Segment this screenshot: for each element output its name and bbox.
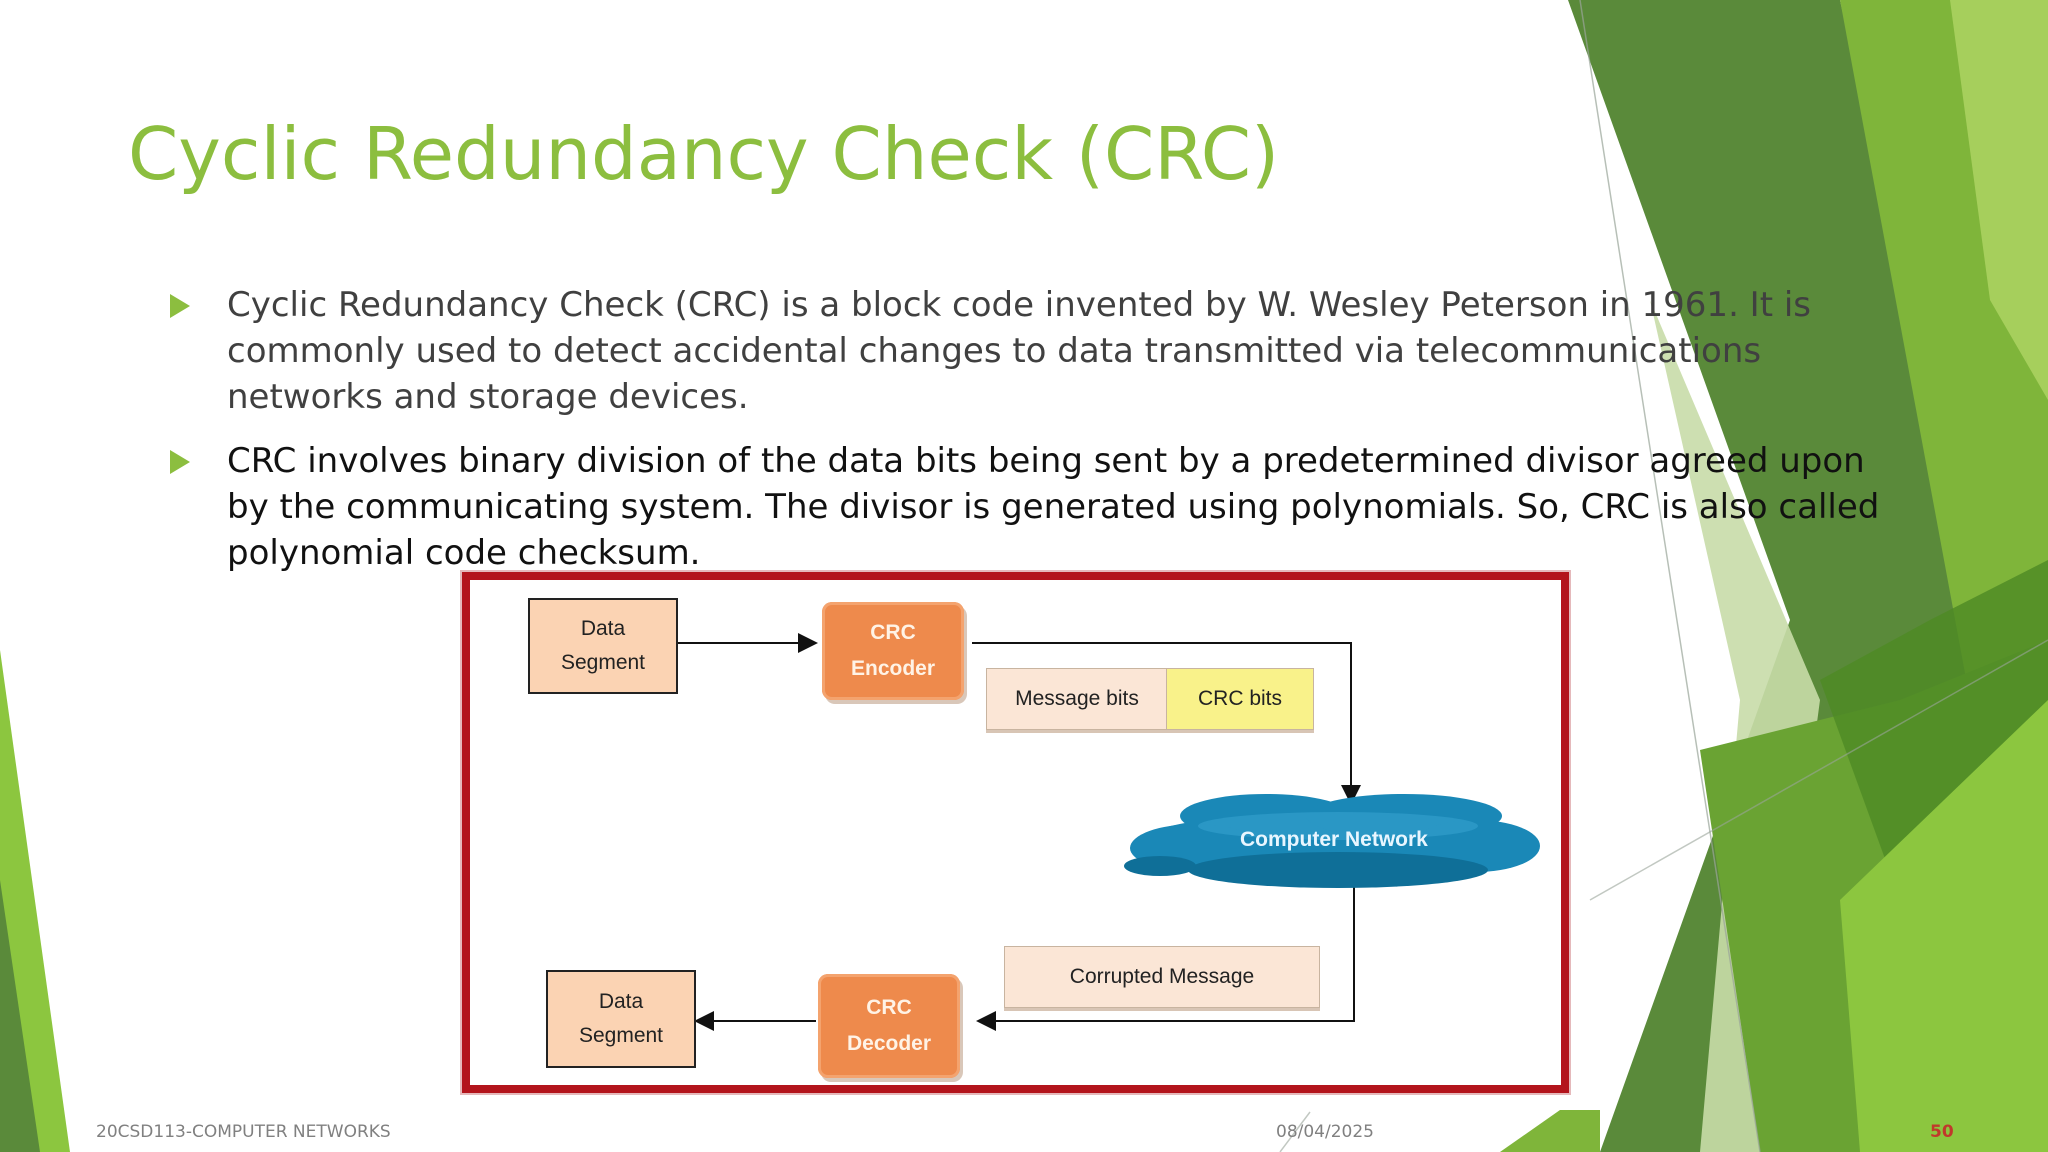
bullet-list: Cyclic Redundancy Check (CRC) is a block… xyxy=(170,282,1890,594)
page-number: 50 xyxy=(1930,1122,1954,1142)
footer-date: 08/04/2025 xyxy=(1276,1122,1374,1142)
slide-title: Cyclic Redundancy Check (CRC) xyxy=(128,112,1280,196)
crc-decoder: CRC Decoder xyxy=(818,974,960,1078)
bullet-text: Cyclic Redundancy Check (CRC) is a block… xyxy=(227,285,1812,417)
diagram-connectors xyxy=(678,633,1540,1031)
computer-network-label: Computer Network xyxy=(1240,828,1428,851)
corrupted-message-cell: Corrupted Message xyxy=(1004,946,1320,1008)
sender-box-label: Segment xyxy=(560,651,646,674)
crc-bits-cell: CRC bits xyxy=(1166,668,1314,730)
encoder-label: CRC xyxy=(870,621,916,644)
sender-box-label: Data xyxy=(580,617,626,640)
receiver-box-label: Data xyxy=(598,990,644,1013)
bullet-arrow-icon xyxy=(170,450,190,474)
bullet-arrow-icon xyxy=(170,294,190,318)
encoder-label: Encoder xyxy=(850,657,936,680)
cloud-icon xyxy=(1124,794,1540,888)
decoder-label: Decoder xyxy=(846,1032,932,1055)
crc-encoder: CRC Encoder xyxy=(822,602,964,700)
bullet-text: CRC involves binary division of the data… xyxy=(227,441,1880,573)
message-bits-cell: Message bits xyxy=(986,668,1168,730)
bullet-item: CRC involves binary division of the data… xyxy=(170,438,1890,576)
receiver-box-label: Segment xyxy=(578,1024,664,1047)
decoder-label: CRC xyxy=(866,996,912,1019)
footer-course: 20CSD113-COMPUTER NETWORKS xyxy=(96,1122,391,1142)
bullet-item: Cyclic Redundancy Check (CRC) is a block… xyxy=(170,282,1890,420)
